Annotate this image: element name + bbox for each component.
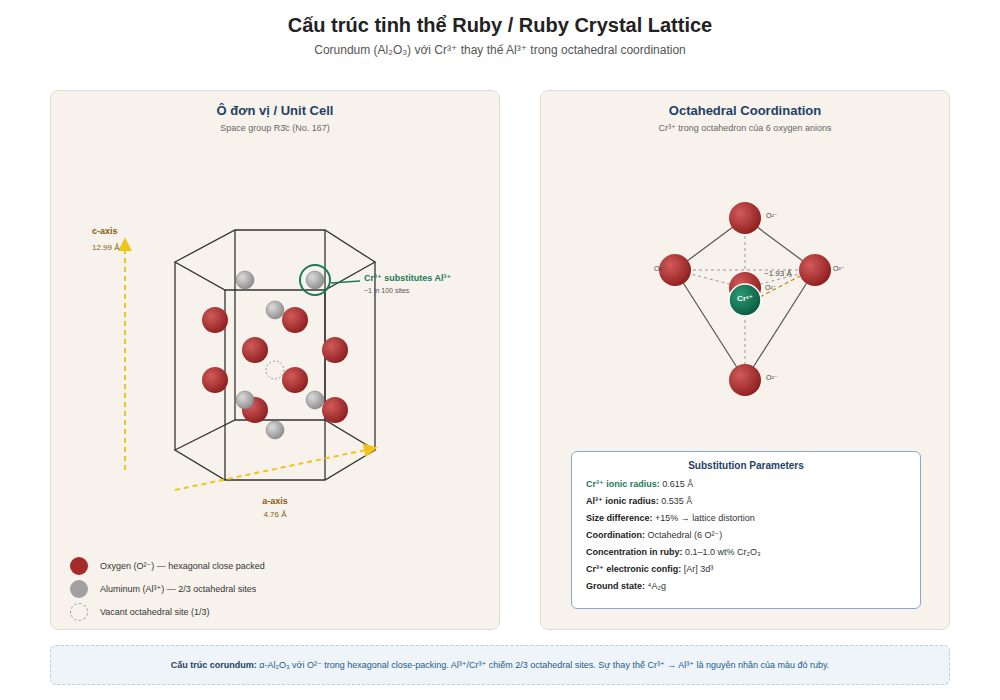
parameter-line: Al³⁺ ionic radius: 0.535 Å [586,496,906,506]
annotation: ~1 in 100 sites [364,287,409,295]
panel-subtitle: Cr³⁺ trong octahedron của 6 oxygen anion… [541,123,949,133]
parameter-box: Substitution ParametersCr³⁺ ionic radius… [571,451,921,609]
octahedron [659,202,831,396]
panel-heading: Octahedral Coordination [541,103,949,118]
annotation: Cr³⁺ substitutes Al³⁺ [364,273,451,284]
annotation: 12.99 Å [92,243,120,253]
annotation: O²⁻ [765,284,776,292]
annotation: 4.76 Å [263,510,286,520]
panel-subtitle: Space group R3̄c (No. 167) [51,123,499,133]
parameter-line: Cr³⁺ electronic config: [Ar] 3d³ [586,564,906,574]
annotation: O²⁻ [833,265,844,273]
parameter-line: Coordination: Octahedral (6 O²⁻) [586,530,906,540]
parameter-line: Size difference: +15% → lattice distorti… [586,513,906,523]
legend-entry: Oxygen (O²⁻) — hexagonal close packed [70,556,265,576]
legend-swatch [70,557,88,575]
legend-entry: Aluminum (Al³⁺) — 2/3 octahedral sites [70,579,256,599]
parameter-line: Cr³⁺ ionic radius: 0.615 Å [586,479,906,489]
annotation: ~1.93 Å [764,269,792,279]
annotation: a-axis [262,496,288,507]
parameter-line: Concentration in ruby: 0.1–1.0 wt% Cr₂O₃ [586,547,906,557]
title: Cấu trúc tinh thể Ruby / Ruby Crystal La… [288,13,713,37]
legend-text: Oxygen (O²⁻) — hexagonal close packed [100,561,265,571]
panel: Octahedral CoordinationCr³⁺ trong octahe… [540,90,950,630]
annotation: O²⁻ [766,374,777,382]
annotation: c-axis [92,226,118,237]
caption-bar: Cấu trúc corundum: α-Al₂O₃ với O²⁻ trong… [50,645,950,685]
legend-entry: Vacant octahedral site (1/3) [70,602,209,622]
unit-cell [125,230,375,490]
panel-heading: Substitution Parameters [586,460,906,471]
parameter-line: Ground state: ⁴A₂g [586,581,906,591]
subtitle: Corundum (Al₂O₃) với Cr³⁺ thay thế Al³⁺ … [314,43,686,57]
annotation: O²⁻ [766,212,777,220]
panel-heading: Ô đơn vị / Unit Cell [51,103,499,118]
legend-swatch [70,580,88,598]
caption: Cấu trúc corundum: α-Al₂O₃ với O²⁻ trong… [171,660,830,670]
annotation: O²⁻ [654,265,665,273]
legend-text: Aluminum (Al³⁺) — 2/3 octahedral sites [100,584,256,594]
annotation: Cr³⁺ [737,294,753,304]
panel: Ô đơn vị / Unit CellSpace group R3̄c (No… [50,90,500,630]
legend-swatch [70,603,88,621]
legend-text: Vacant octahedral site (1/3) [100,607,209,617]
